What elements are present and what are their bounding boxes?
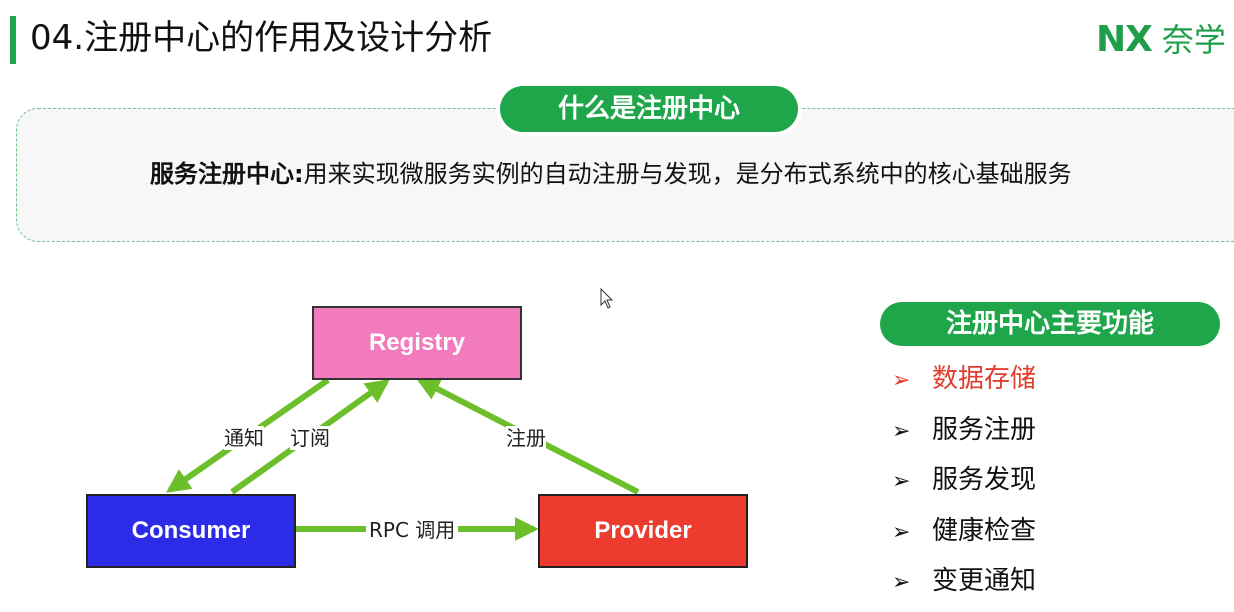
- arrowhead-bullet-icon: ➢: [892, 418, 911, 444]
- rpc-call-label: RPC 调用: [366, 518, 459, 542]
- function-item-service-discovery: ➢ 服务发现: [892, 455, 1036, 506]
- title-accent-bar: [10, 16, 16, 64]
- arrowhead-bullet-icon: ➢: [892, 519, 911, 545]
- function-item-health-check: ➢ 健康检查: [892, 506, 1036, 557]
- notify-label: 通知: [224, 426, 264, 450]
- arrowhead-bullet-icon: ➢: [892, 368, 911, 393]
- function-item-change-notification: ➢ 变更通知: [892, 556, 1036, 607]
- provider-node: Provider: [538, 494, 748, 568]
- functions-heading-pill: 注册中心主要功能: [880, 302, 1220, 346]
- function-item-data-storage: ➢ 数据存储: [892, 354, 1036, 405]
- register-label: 注册: [506, 426, 546, 450]
- functions-list: ➢ 数据存储 ➢ 服务注册 ➢ 服务发现 ➢ 健康检查 ➢ 变更通知: [892, 354, 1036, 607]
- arrowhead-bullet-icon: ➢: [892, 570, 911, 595]
- consumer-node: Consumer: [86, 494, 296, 568]
- registry-node: Registry: [312, 306, 522, 380]
- subscribe-label: 订阅: [290, 426, 330, 450]
- logo-text: 奈学: [1161, 21, 1226, 59]
- mouse-cursor-icon: [600, 288, 614, 309]
- definition-body: 用来实现微服务实例的自动注册与发现，是分布式系统中的核心基础服务: [303, 160, 1072, 188]
- logo-mark: NX: [1096, 19, 1153, 60]
- function-item-label: 变更通知: [932, 566, 1037, 596]
- function-item-label: 服务注册: [932, 414, 1037, 445]
- definition-heading-pill: 什么是注册中心: [500, 86, 798, 132]
- definition-text: 服务注册中心:用来实现微服务实例的自动注册与发现，是分布式系统中的核心基础服务: [150, 156, 1072, 192]
- definition-term: 服务注册中心:: [150, 160, 304, 188]
- page-title: 04.注册中心的作用及设计分析: [30, 18, 493, 58]
- arrowhead-bullet-icon: ➢: [892, 469, 911, 494]
- function-item-label: 健康检查: [932, 515, 1037, 546]
- function-item-label: 数据存储: [932, 364, 1037, 394]
- function-item-label: 服务发现: [932, 465, 1037, 495]
- function-item-service-registration: ➢ 服务注册: [892, 405, 1036, 456]
